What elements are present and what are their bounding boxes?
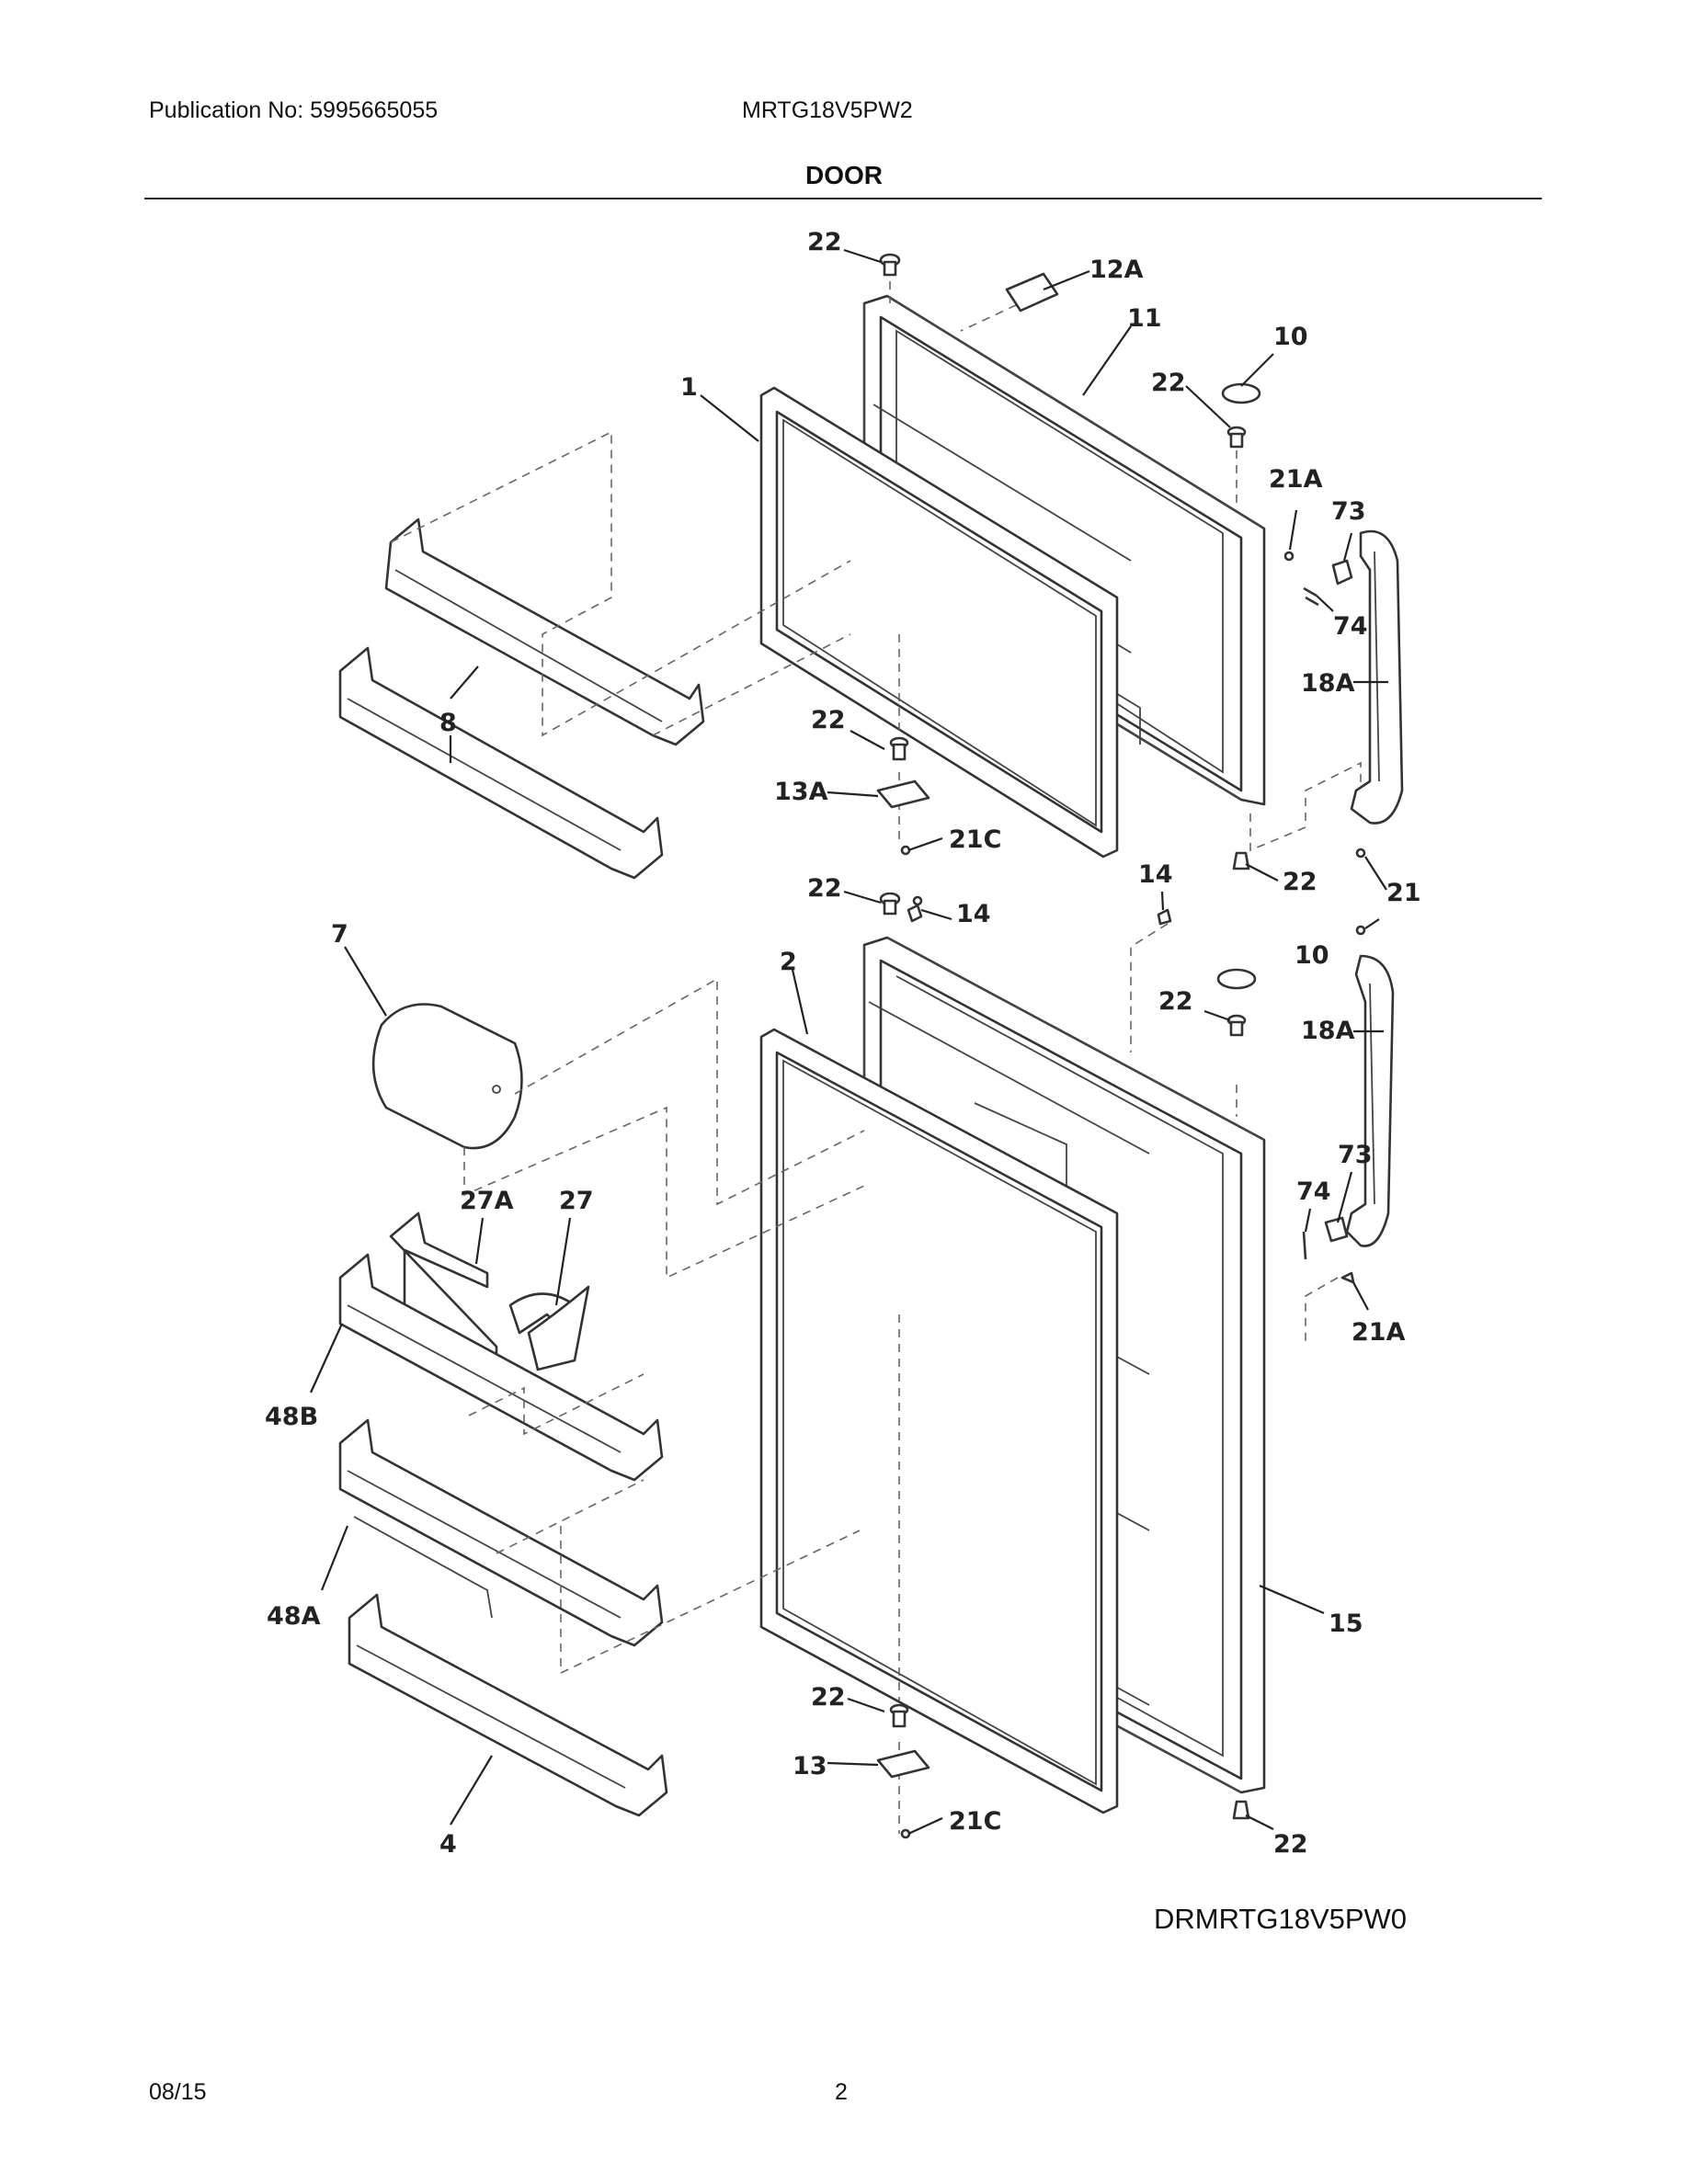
callout-22: 22 <box>1273 1830 1308 1859</box>
callout-22: 22 <box>1283 868 1317 896</box>
callout-14: 14 <box>956 900 991 928</box>
callout-2: 2 <box>780 948 797 976</box>
callout-21A: 21A <box>1352 1318 1406 1347</box>
callout-13A: 13A <box>774 778 828 806</box>
callout-74: 74 <box>1333 612 1368 641</box>
freezer-door-gasket <box>759 386 1119 859</box>
drawing-id: DRMRTG18V5PW0 <box>1154 1903 1408 1935</box>
callout-18A: 18A <box>1301 1017 1355 1045</box>
callout-13: 13 <box>793 1752 827 1780</box>
fresh-food-door-gasket <box>759 1028 1119 1814</box>
callout-18A: 18A <box>1301 669 1355 698</box>
callout-12A: 12A <box>1089 256 1144 284</box>
callout-74: 74 <box>1296 1177 1331 1206</box>
callout-27: 27 <box>559 1187 594 1215</box>
callout-10: 10 <box>1295 941 1329 970</box>
leader-lines <box>309 248 1388 1835</box>
page-number: 2 <box>835 2079 848 2105</box>
egg-container <box>371 1003 523 1150</box>
callout-21C: 21C <box>949 825 1001 854</box>
callout-8: 8 <box>439 709 457 737</box>
publication-date: 08/15 <box>149 2079 207 2105</box>
callout-22: 22 <box>811 706 846 734</box>
callout-73: 73 <box>1338 1141 1373 1169</box>
callout-21A: 21A <box>1269 465 1323 494</box>
callout-73: 73 <box>1331 497 1366 526</box>
fresh-food-hardware <box>876 892 1395 1839</box>
callout-7: 7 <box>331 920 348 949</box>
freezer-hardware <box>876 253 1404 870</box>
section-title: DOOR <box>805 161 883 189</box>
freezer-door-bins <box>338 518 705 880</box>
callout-10: 10 <box>1273 323 1308 351</box>
callout-11: 11 <box>1127 304 1162 333</box>
header-rule <box>144 198 1542 199</box>
callout-21C: 21C <box>949 1807 1001 1836</box>
callout-1: 1 <box>680 373 698 402</box>
callout-4: 4 <box>439 1830 457 1859</box>
callout-labels: 22 12A 11 10 22 1 21A 73 74 18A 8 22 13A… <box>265 228 1421 1859</box>
callout-22: 22 <box>811 1683 846 1712</box>
callout-14: 14 <box>1138 860 1173 889</box>
callout-48B: 48B <box>265 1403 318 1431</box>
callout-27A: 27A <box>460 1187 514 1215</box>
callout-22: 22 <box>1158 987 1193 1016</box>
callout-15: 15 <box>1329 1610 1363 1638</box>
publication-number: Publication No: 5995665055 <box>149 97 439 123</box>
freezer-alignment-lines <box>390 267 1362 852</box>
callout-22: 22 <box>807 228 842 256</box>
callout-22: 22 <box>1151 369 1186 397</box>
callout-22: 22 <box>807 874 842 903</box>
model-number: MRTG18V5PW2 <box>742 97 913 123</box>
callout-48A: 48A <box>267 1602 321 1631</box>
fresh-food-door-bins <box>338 1211 668 1817</box>
callout-21: 21 <box>1386 879 1421 907</box>
